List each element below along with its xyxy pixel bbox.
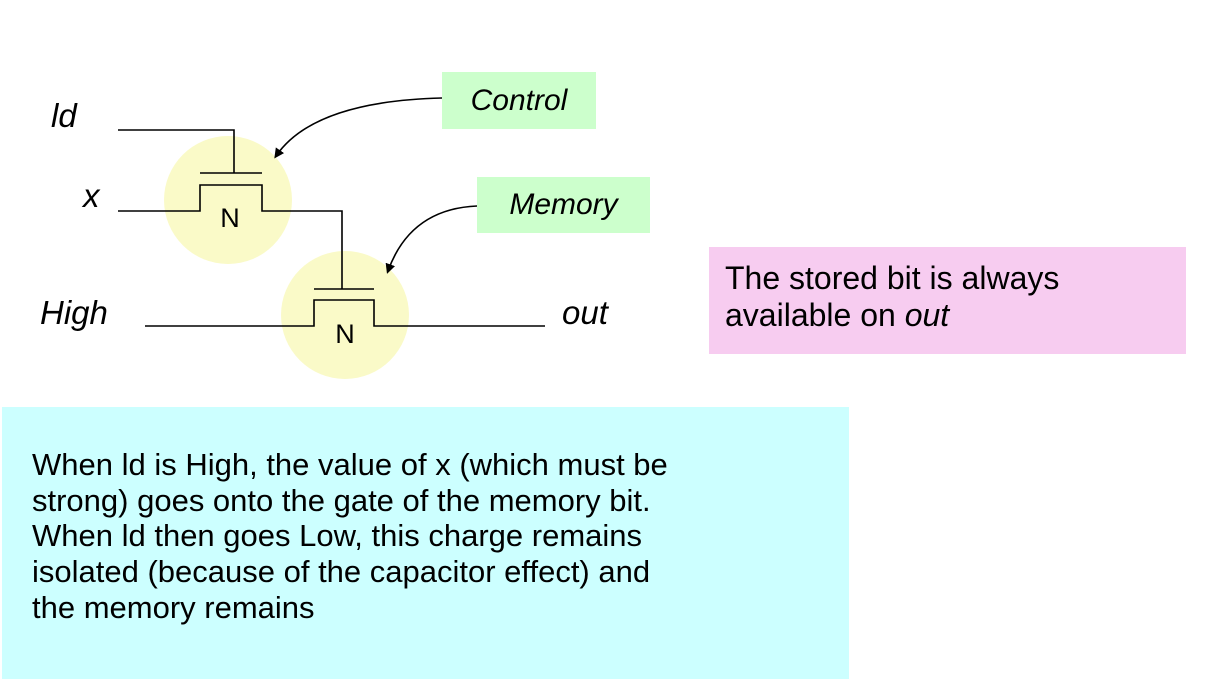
control-transistor-type: N [220,203,240,233]
memory-transistor-highlight [281,251,409,379]
control-callout-label: Control [470,83,568,117]
ld-label: ld [51,97,77,134]
control-callout: Control [442,72,596,129]
note-out-emphasis: out [904,297,950,334]
memory-callout-label: Memory [509,188,618,221]
memory-callout: Memory [477,177,650,233]
explanation-line: When ld is High, the value of x (which m… [32,447,668,482]
control-transistor-highlight [164,136,292,264]
high-out-wire [145,299,545,327]
explanation-line: strong) goes onto the gate of the memory… [32,482,651,518]
explanation-line: the memory remains [32,589,315,625]
memory-transistor-type: N [335,319,355,349]
out-label: out [562,294,608,331]
high-label: High [40,294,108,331]
explanation-line: isolated (because of the capacitor effec… [32,553,651,589]
stored-bit-note: The stored bit is always available on ou… [709,247,1186,354]
explanation-box: When ld is High, the value of x (which m… [2,407,849,679]
x-wire [118,184,343,289]
x-label: x [83,177,100,214]
memory-arrow [385,205,478,274]
control-arrow [274,97,443,159]
ld-wire [118,129,235,173]
note-text: The stored bit is always available on [725,260,1060,334]
explanation-line: When ld then goes Low, this charge remai… [32,518,643,554]
